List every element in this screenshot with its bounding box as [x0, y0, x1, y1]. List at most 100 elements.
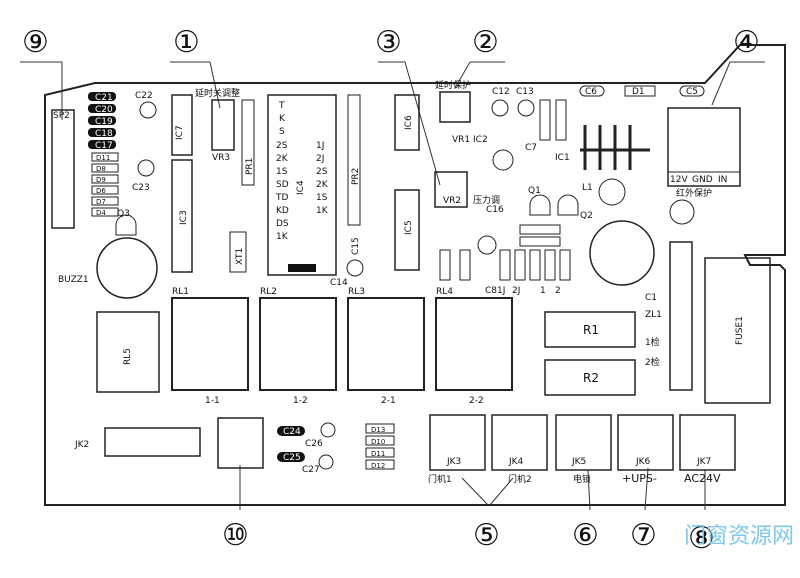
callout-leaders [20, 61, 765, 511]
svg-text:PR1: PR1 [245, 158, 255, 175]
svg-text:IC3: IC3 [179, 210, 189, 225]
svg-text:C24: C24 [283, 427, 301, 437]
q1-transistor [529, 194, 551, 216]
svg-text:C23: C23 [132, 183, 150, 193]
ic3-chip [171, 159, 193, 273]
svg-text:D10: D10 [371, 438, 385, 446]
svg-text:RL3: RL3 [348, 287, 365, 297]
svg-text:2K: 2K [316, 180, 329, 190]
d1-diode [624, 85, 656, 97]
vertical-strip [669, 241, 693, 391]
sp2-component [51, 109, 75, 229]
svg-text:C14: C14 [330, 278, 348, 288]
label-infrared-protect: 红外保护 [676, 187, 712, 199]
jk6-connector [617, 414, 674, 471]
svg-text:IC2: IC2 [473, 135, 488, 145]
svg-text:Q3: Q3 [117, 209, 130, 219]
svg-text:R1: R1 [583, 323, 599, 337]
svg-text:JK7: JK7 [696, 457, 711, 467]
c22-capacitor [139, 101, 157, 119]
svg-text:JK2: JK2 [74, 440, 89, 450]
svg-text:C19: C19 [95, 117, 113, 127]
rl4-relay [435, 297, 513, 391]
ic5-chip [394, 189, 420, 271]
rl3-relay [347, 297, 425, 391]
watermark-text: 门窗资源网 [683, 524, 794, 549]
c13-capacitor [517, 99, 535, 117]
svg-text:电锁: 电锁 [573, 473, 591, 485]
svg-text:1J: 1J [497, 286, 505, 296]
svg-text:IC7: IC7 [175, 125, 185, 140]
jk4-connector [491, 414, 548, 471]
svg-text:2K: 2K [276, 154, 289, 164]
c1-capacitor [589, 220, 655, 286]
svg-text:2-1: 2-1 [381, 396, 396, 406]
svg-text:SD: SD [276, 180, 289, 190]
svg-text:L1: L1 [582, 183, 593, 193]
svg-text:ZL1: ZL1 [645, 310, 662, 320]
c24-capacitor [277, 426, 305, 436]
svg-text:IC4: IC4 [296, 180, 306, 195]
c7-capacitor [492, 149, 514, 171]
svg-text:JK4: JK4 [508, 457, 524, 467]
svg-text:C15: C15 [351, 237, 361, 255]
svg-text:KD: KD [276, 206, 289, 216]
r2-resistor [544, 359, 636, 396]
label-delay-protect: 延时保护 [435, 79, 471, 91]
svg-text:2S: 2S [276, 141, 288, 151]
board-outline [44, 44, 786, 506]
terminal-block [667, 107, 741, 187]
xt1-crystal [229, 231, 247, 273]
svg-text:2-2: 2-2 [469, 396, 484, 406]
svg-text:AC24V: AC24V [684, 472, 721, 485]
svg-text:K: K [279, 114, 286, 124]
callout-4: ④ [733, 25, 760, 60]
svg-text:D13: D13 [371, 426, 385, 434]
svg-text:VR2: VR2 [443, 196, 461, 206]
svg-text:PR2: PR2 [351, 168, 361, 185]
left-capacitors [88, 92, 116, 149]
svg-text:JK3: JK3 [446, 457, 461, 467]
svg-text:1S: 1S [276, 167, 288, 177]
svg-text:C21: C21 [95, 93, 113, 103]
rl2-relay [259, 297, 337, 391]
vr2-trimmer [434, 171, 468, 208]
svg-text:Q1: Q1 [528, 186, 541, 196]
svg-text:IC1: IC1 [555, 153, 570, 163]
svg-text:IN: IN [718, 175, 727, 185]
svg-text:R2: R2 [583, 371, 599, 385]
svg-text:C26: C26 [305, 439, 323, 449]
sp2-label: SP2 [53, 111, 70, 121]
svg-text:GND: GND [692, 175, 713, 185]
pr2-resistor [347, 94, 361, 226]
svg-text:1-2: 1-2 [293, 396, 308, 406]
callout-10: ⑩ [222, 518, 249, 553]
svg-text:C22: C22 [135, 91, 153, 101]
svg-text:TD: TD [275, 193, 288, 203]
svg-text:D9: D9 [96, 176, 106, 184]
svg-text:D11: D11 [96, 154, 110, 162]
c23-capacitor [137, 159, 155, 177]
svg-text:C17: C17 [95, 141, 113, 151]
c6-capacitor [579, 85, 605, 97]
svg-text:XT1: XT1 [235, 248, 245, 265]
svg-text:D4: D4 [96, 209, 106, 217]
callout-3: ③ [375, 25, 402, 60]
svg-text:门机2: 门机2 [508, 473, 532, 485]
vr4-pot [669, 199, 695, 225]
vr3-trimmer [211, 99, 235, 151]
svg-text:+UPS-: +UPS- [622, 472, 657, 485]
svg-text:1S: 1S [316, 193, 328, 203]
svg-text:Q2: Q2 [580, 211, 593, 221]
svg-text:门机1: 门机1 [428, 473, 452, 485]
svg-text:VR3: VR3 [212, 153, 230, 163]
dip-bottom-bar [288, 264, 316, 272]
ic7-chip [171, 94, 193, 156]
svg-text:S: S [279, 127, 285, 137]
svg-text:C13: C13 [516, 87, 534, 97]
svg-text:VR1: VR1 [452, 135, 470, 145]
c12-capacitor [491, 99, 509, 117]
check-1-label: 1检 [645, 336, 660, 348]
